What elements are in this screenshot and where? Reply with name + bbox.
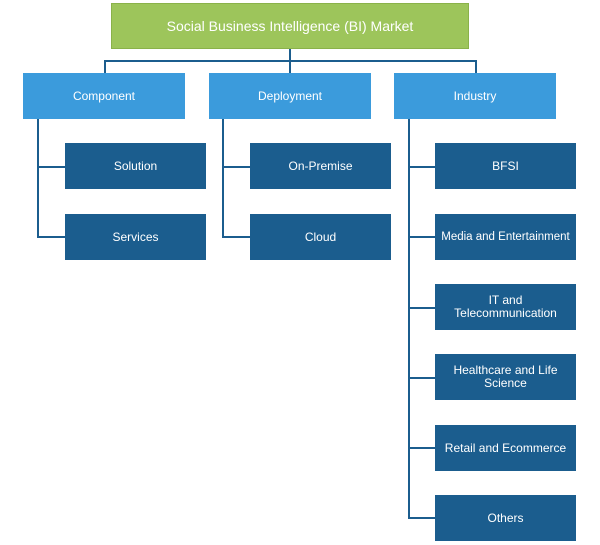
connector-root-trunk [289, 49, 291, 61]
leaf-it-and-telecommunication: IT and Telecommunication [435, 284, 576, 330]
connector-deployment-spine [222, 119, 224, 238]
connector-component-drop [104, 60, 106, 73]
connector-industry-drop [475, 60, 477, 73]
connector-others [408, 517, 435, 519]
leaf-healthcare-and-life-science: Healthcare and Life Science [435, 354, 576, 400]
connector-component-spine [37, 119, 39, 238]
connector-services [37, 236, 65, 238]
leaf-cloud: Cloud [250, 214, 391, 260]
connector-solution [37, 166, 65, 168]
connector-bfsi [408, 166, 435, 168]
connector-retail [408, 447, 435, 449]
leaf-services: Services [65, 214, 206, 260]
category-deployment: Deployment [209, 73, 371, 119]
category-component: Component [23, 73, 185, 119]
connector-healthcare [408, 377, 435, 379]
leaf-on-premise: On-Premise [250, 143, 391, 189]
leaf-others: Others [435, 495, 576, 541]
leaf-media-and-entertainment: Media and Entertainment [435, 214, 576, 260]
connector-media [408, 236, 435, 238]
leaf-bfsi: BFSI [435, 143, 576, 189]
connector-it-telecom [408, 307, 435, 309]
root-node: Social Business Intelligence (BI) Market [111, 3, 469, 49]
connector-industry-spine [408, 119, 410, 519]
leaf-retail-and-ecommerce: Retail and Ecommerce [435, 425, 576, 471]
connector-on-premise [222, 166, 250, 168]
leaf-solution: Solution [65, 143, 206, 189]
category-industry: Industry [394, 73, 556, 119]
connector-cloud [222, 236, 250, 238]
connector-deployment-drop [289, 60, 291, 73]
